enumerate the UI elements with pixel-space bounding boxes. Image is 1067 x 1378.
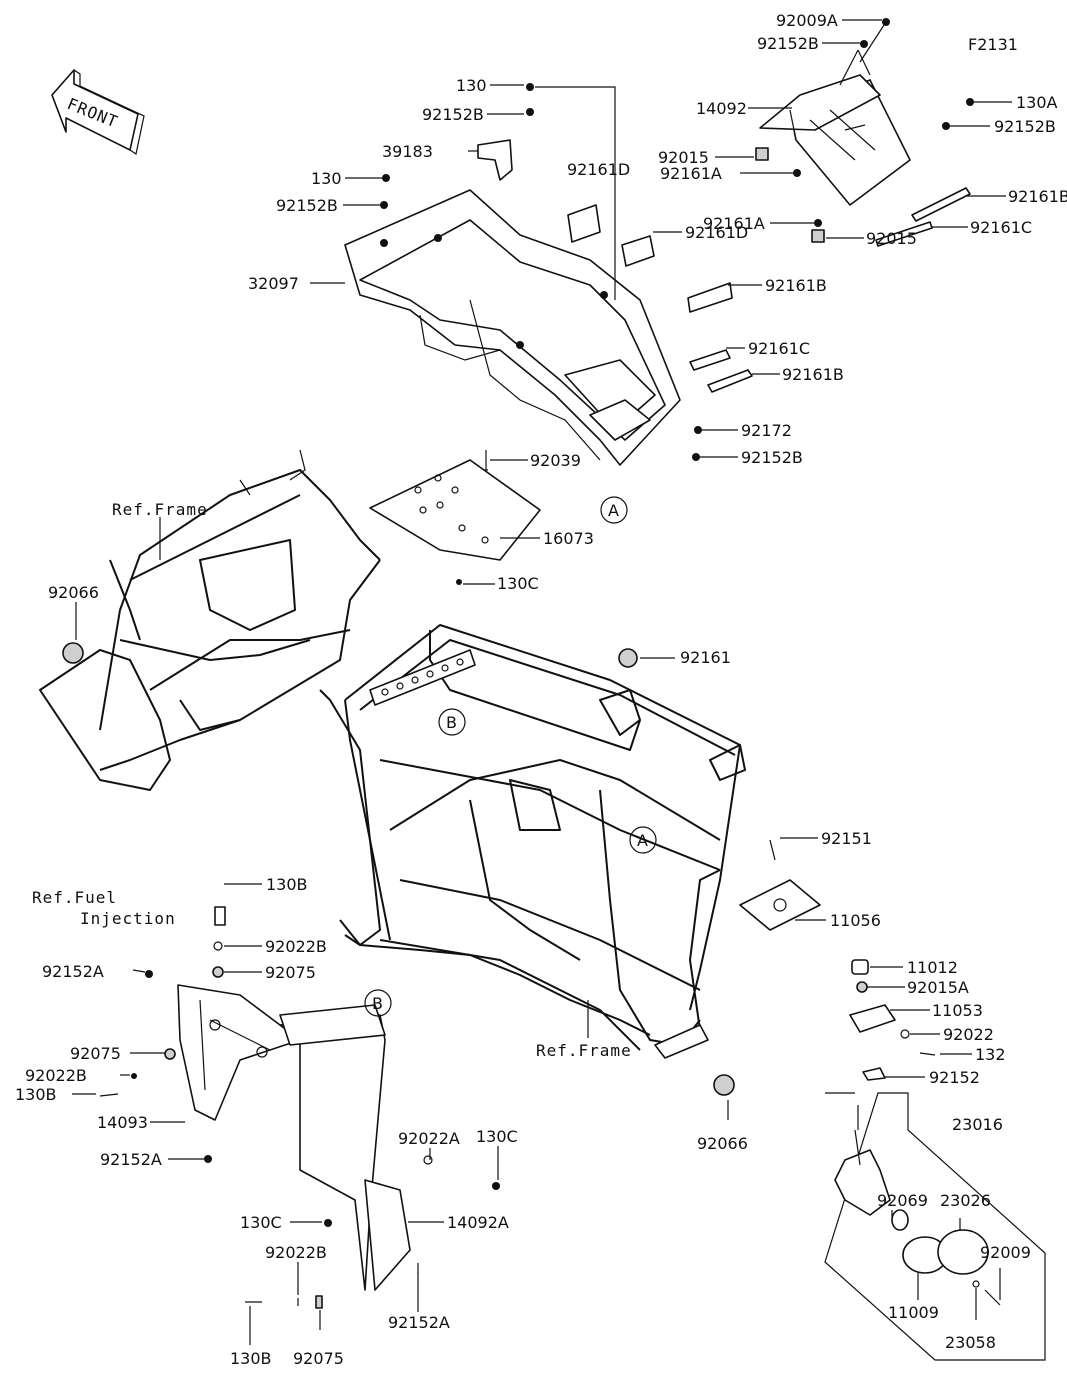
label-92161B: 92161B bbox=[782, 365, 844, 384]
label-92075: 92075 bbox=[293, 1349, 344, 1368]
label-92009A: 92009A bbox=[776, 11, 838, 30]
label-39183: 39183 bbox=[382, 142, 433, 161]
label-130: 130 bbox=[311, 169, 342, 188]
label-ref-frame: Ref.Frame bbox=[536, 1041, 632, 1060]
mat-16073 bbox=[369, 459, 541, 561]
label-130C: 130C bbox=[476, 1127, 518, 1146]
label-92152B: 92152B bbox=[741, 448, 803, 467]
frame-reference-left bbox=[39, 449, 381, 791]
leader-lines bbox=[72, 19, 1012, 1345]
label-11009: 11009 bbox=[888, 1303, 939, 1322]
label-11012: 11012 bbox=[907, 958, 958, 977]
label-92161C: 92161C bbox=[970, 218, 1032, 237]
label-92152A: 92152A bbox=[42, 962, 104, 981]
label-92039: 92039 bbox=[530, 451, 581, 470]
svg-text:B: B bbox=[372, 994, 383, 1013]
label-92066: 92066 bbox=[697, 1134, 748, 1153]
lower-guard-14093 bbox=[99, 906, 301, 1163]
label-92022B: 92022B bbox=[25, 1066, 87, 1085]
label-92161B: 92161B bbox=[765, 276, 827, 295]
callout-a-frame: A bbox=[629, 826, 657, 854]
label-92015: 92015 bbox=[658, 148, 709, 167]
label-92152A: 92152A bbox=[388, 1313, 450, 1332]
label-32097: 32097 bbox=[248, 274, 299, 293]
label-92172: 92172 bbox=[741, 421, 792, 440]
label-92152: 92152 bbox=[929, 1068, 980, 1087]
label-92009: 92009 bbox=[980, 1243, 1031, 1262]
rear-flap-assembly bbox=[755, 18, 974, 247]
label-130: 130 bbox=[456, 76, 487, 95]
label-92022B: 92022B bbox=[265, 937, 327, 956]
callout-a-tray: A bbox=[600, 496, 628, 524]
label-92151: 92151 bbox=[821, 829, 872, 848]
label-ref-frame: Ref.Frame bbox=[112, 500, 208, 519]
label-92161: 92161 bbox=[680, 648, 731, 667]
figure-code: F2131 bbox=[968, 35, 1018, 54]
front-arrow-icon: FRONT bbox=[51, 69, 145, 155]
label-92069: 92069 bbox=[877, 1191, 928, 1210]
label-130C: 130C bbox=[497, 574, 539, 593]
svg-text:A: A bbox=[637, 831, 648, 850]
storage-tray-32097 bbox=[344, 83, 753, 471]
label-130C: 130C bbox=[240, 1213, 282, 1232]
label-92015A: 92015A bbox=[907, 978, 969, 997]
label-92015: 92015 bbox=[866, 229, 917, 248]
label-92152B: 92152B bbox=[994, 117, 1056, 136]
label-14092: 14092 bbox=[696, 99, 747, 118]
label-14092A: 14092A bbox=[447, 1213, 509, 1232]
label-92022A: 92022A bbox=[398, 1129, 460, 1148]
svg-text:A: A bbox=[608, 501, 619, 520]
label-130B: 130B bbox=[266, 875, 308, 894]
label-92161B: 92161B bbox=[1008, 187, 1067, 206]
label-92066: 92066 bbox=[48, 583, 99, 602]
label-92075: 92075 bbox=[70, 1044, 121, 1063]
label-injection: Injection bbox=[80, 909, 176, 928]
label-92022: 92022 bbox=[943, 1025, 994, 1044]
callout-b-guard: B bbox=[364, 989, 392, 1017]
label-23016: 23016 bbox=[952, 1115, 1003, 1134]
part-labels: 92009A 92152B 14092 130A 92152B 92015 92… bbox=[15, 11, 1067, 1368]
label-130B: 130B bbox=[230, 1349, 272, 1368]
label-92161A: 92161A bbox=[660, 164, 722, 183]
label-130B: 130B bbox=[15, 1085, 57, 1104]
lower-guard-14092A bbox=[245, 1004, 500, 1309]
label-92152B: 92152B bbox=[757, 34, 819, 53]
label-92161D: 92161D bbox=[685, 223, 748, 242]
label-23026: 23026 bbox=[940, 1191, 991, 1210]
label-ref-fuel: Ref.Fuel bbox=[32, 888, 117, 907]
label-92075: 92075 bbox=[265, 963, 316, 982]
label-92161C: 92161C bbox=[748, 339, 810, 358]
label-14093: 14093 bbox=[97, 1113, 148, 1132]
label-11056: 11056 bbox=[830, 911, 881, 930]
label-16073: 16073 bbox=[543, 529, 594, 548]
label-11053: 11053 bbox=[932, 1001, 983, 1020]
label-92161D: 92161D bbox=[567, 160, 630, 179]
label-92161A: 92161A bbox=[703, 214, 765, 233]
label-92152B: 92152B bbox=[276, 196, 338, 215]
label-92152B: 92152B bbox=[422, 105, 484, 124]
svg-text:B: B bbox=[446, 713, 457, 732]
label-92152A: 92152A bbox=[100, 1150, 162, 1169]
callout-b-frame: B bbox=[438, 708, 466, 736]
light-assembly-23016 bbox=[824, 959, 1046, 1361]
label-92022B: 92022B bbox=[265, 1243, 327, 1262]
label-130A: 130A bbox=[1016, 93, 1058, 112]
label-132: 132 bbox=[975, 1045, 1006, 1064]
main-frame bbox=[319, 579, 821, 1096]
label-23058: 23058 bbox=[945, 1333, 996, 1352]
